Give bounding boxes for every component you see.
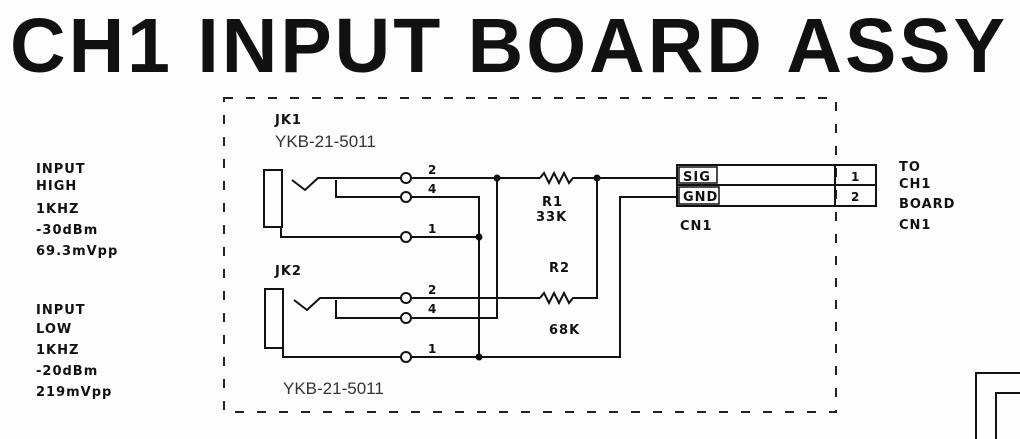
svg-text:1KHZ: 1KHZ <box>36 202 79 217</box>
svg-text:HIGH: HIGH <box>36 179 77 194</box>
jk2-ref: JK2 <box>274 264 302 279</box>
svg-text:219mVpp: 219mVpp <box>36 385 112 400</box>
svg-text:SIG: SIG <box>683 170 711 185</box>
svg-text:69.3mVpp: 69.3mVpp <box>36 244 118 259</box>
svg-text:68K: 68K <box>549 323 580 338</box>
svg-text:BOARD: BOARD <box>899 197 955 212</box>
jack-jk2: 2 4 1 <box>264 283 436 363</box>
svg-text:33K: 33K <box>536 210 567 225</box>
connector-cn1: SIG GND 1 2 CN1 <box>676 164 877 234</box>
svg-text:1: 1 <box>851 170 859 184</box>
svg-text:-20dBm: -20dBm <box>36 364 98 379</box>
input-low-spec: INPUT LOW 1KHZ -20dBm 219mVpp <box>36 303 112 400</box>
wires <box>411 174 677 361</box>
svg-text:R1: R1 <box>542 195 563 210</box>
svg-text:4: 4 <box>428 182 436 196</box>
svg-text:CN1: CN1 <box>899 218 931 233</box>
jk1-part: YKB-21-5011 <box>275 132 376 151</box>
svg-text:CH1: CH1 <box>899 177 931 192</box>
svg-text:1: 1 <box>428 222 436 236</box>
svg-text:GND: GND <box>683 190 718 205</box>
input-high-spec: INPUT HIGH 1KHZ -30dBm 69.3mVpp <box>36 162 118 259</box>
svg-text:2: 2 <box>428 283 436 297</box>
svg-text:R2: R2 <box>549 261 570 276</box>
svg-text:4: 4 <box>428 302 436 316</box>
svg-text:-30dBm: -30dBm <box>36 223 98 238</box>
destination-label: TO CH1 BOARD CN1 <box>899 160 955 233</box>
svg-text:2: 2 <box>851 190 859 204</box>
svg-text:1: 1 <box>428 342 436 356</box>
svg-text:TO: TO <box>899 160 921 175</box>
jack-jk1: 2 4 1 <box>263 163 436 243</box>
jk1-ref: JK1 <box>274 113 302 128</box>
svg-text:CN1: CN1 <box>680 219 712 234</box>
jk2-part: YKB-21-5011 <box>283 379 384 398</box>
svg-text:LOW: LOW <box>36 322 72 337</box>
resistor-r1: R1 33K <box>536 170 575 225</box>
svg-text:2: 2 <box>428 163 436 177</box>
page-title: CH1 INPUT BOARD ASSY <box>10 3 1005 89</box>
svg-text:INPUT: INPUT <box>36 303 86 318</box>
resistor-r2: R2 68K <box>539 261 580 338</box>
svg-text:INPUT: INPUT <box>36 162 86 177</box>
svg-text:1KHZ: 1KHZ <box>36 343 79 358</box>
partial-component <box>975 372 1020 439</box>
board-outline <box>223 97 837 413</box>
